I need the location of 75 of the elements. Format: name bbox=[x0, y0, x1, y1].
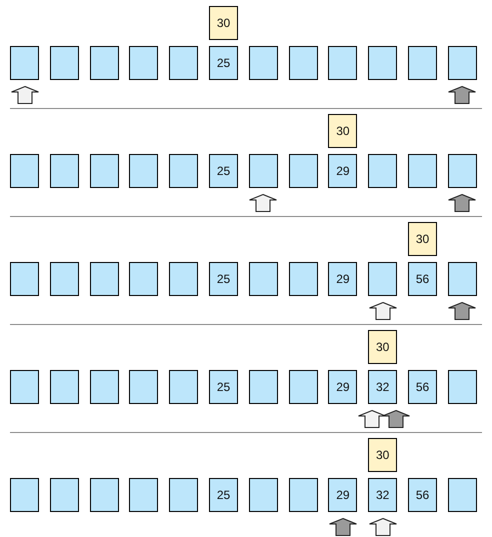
array-cell bbox=[368, 46, 398, 80]
key-box: 30 bbox=[408, 222, 437, 256]
array-cell bbox=[448, 46, 477, 80]
pointer-arrow-icon bbox=[10, 86, 38, 104]
array-cell bbox=[248, 370, 278, 404]
array-cell bbox=[129, 370, 158, 404]
array-cell bbox=[448, 262, 477, 296]
array-cell bbox=[248, 478, 278, 512]
pointer-arrow-icon bbox=[448, 194, 476, 212]
array-cell: 56 bbox=[408, 262, 437, 296]
array-cell: 25 bbox=[209, 370, 238, 404]
array-cell bbox=[288, 262, 318, 296]
array-cell: 25 bbox=[209, 262, 238, 296]
pointer-arrow-icon bbox=[448, 302, 476, 320]
key-box: 30 bbox=[209, 6, 238, 40]
array-cell bbox=[169, 262, 198, 296]
array-cell bbox=[50, 262, 79, 296]
pointer-arrow-icon bbox=[368, 518, 397, 536]
array-cell bbox=[129, 478, 158, 512]
array-cell: 29 bbox=[328, 154, 358, 188]
array-cell bbox=[248, 46, 278, 80]
array-cell bbox=[90, 478, 119, 512]
array-cell: 56 bbox=[408, 370, 437, 404]
array-cell bbox=[90, 262, 119, 296]
array-cell bbox=[328, 46, 358, 80]
array-cell: 56 bbox=[408, 478, 437, 512]
array-cell bbox=[408, 154, 437, 188]
array-cell bbox=[169, 478, 198, 512]
array-cell: 29 bbox=[328, 370, 358, 404]
array-cell bbox=[408, 46, 437, 80]
array-cell bbox=[50, 370, 79, 404]
array-cell bbox=[448, 370, 477, 404]
array-cell bbox=[288, 478, 318, 512]
array-cell bbox=[248, 262, 278, 296]
array-cell bbox=[169, 370, 198, 404]
array-cell bbox=[129, 46, 158, 80]
array-cell: 25 bbox=[209, 46, 238, 80]
pointer-arrow-icon bbox=[448, 86, 476, 104]
array-cell bbox=[90, 154, 119, 188]
array-cell bbox=[10, 46, 39, 80]
array-cell bbox=[169, 154, 198, 188]
array-cell bbox=[448, 478, 477, 512]
array-cell bbox=[50, 154, 79, 188]
array-cell bbox=[129, 262, 158, 296]
pointer-arrow-icon bbox=[328, 518, 357, 536]
pointer-arrow-icon bbox=[368, 302, 397, 320]
array-cell: 25 bbox=[209, 478, 238, 512]
array-cell bbox=[448, 154, 477, 188]
array-cell bbox=[90, 370, 119, 404]
array-cell: 29 bbox=[328, 262, 358, 296]
array-cell bbox=[288, 154, 318, 188]
array-cell bbox=[10, 370, 39, 404]
array-cell bbox=[169, 46, 198, 80]
array-cell bbox=[368, 154, 398, 188]
array-cell bbox=[10, 262, 39, 296]
pointer-arrow-icon bbox=[249, 194, 278, 212]
key-box: 30 bbox=[328, 114, 358, 148]
array-cell bbox=[368, 262, 398, 296]
key-box: 30 bbox=[368, 438, 398, 472]
array-cell: 29 bbox=[328, 478, 358, 512]
pointer-arrow-icon bbox=[358, 410, 386, 428]
array-cell bbox=[288, 46, 318, 80]
array-cell bbox=[248, 154, 278, 188]
key-box: 30 bbox=[368, 330, 398, 364]
array-cell bbox=[10, 154, 39, 188]
array-cell: 32 bbox=[368, 478, 398, 512]
array-cell bbox=[10, 478, 39, 512]
array-cell bbox=[129, 154, 158, 188]
array-cell bbox=[90, 46, 119, 80]
array-cell: 25 bbox=[209, 154, 238, 188]
array-cell bbox=[50, 478, 79, 512]
array-cell: 32 bbox=[368, 370, 398, 404]
pointer-arrow-icon bbox=[382, 410, 410, 428]
array-cell bbox=[288, 370, 318, 404]
array-cell bbox=[50, 46, 79, 80]
